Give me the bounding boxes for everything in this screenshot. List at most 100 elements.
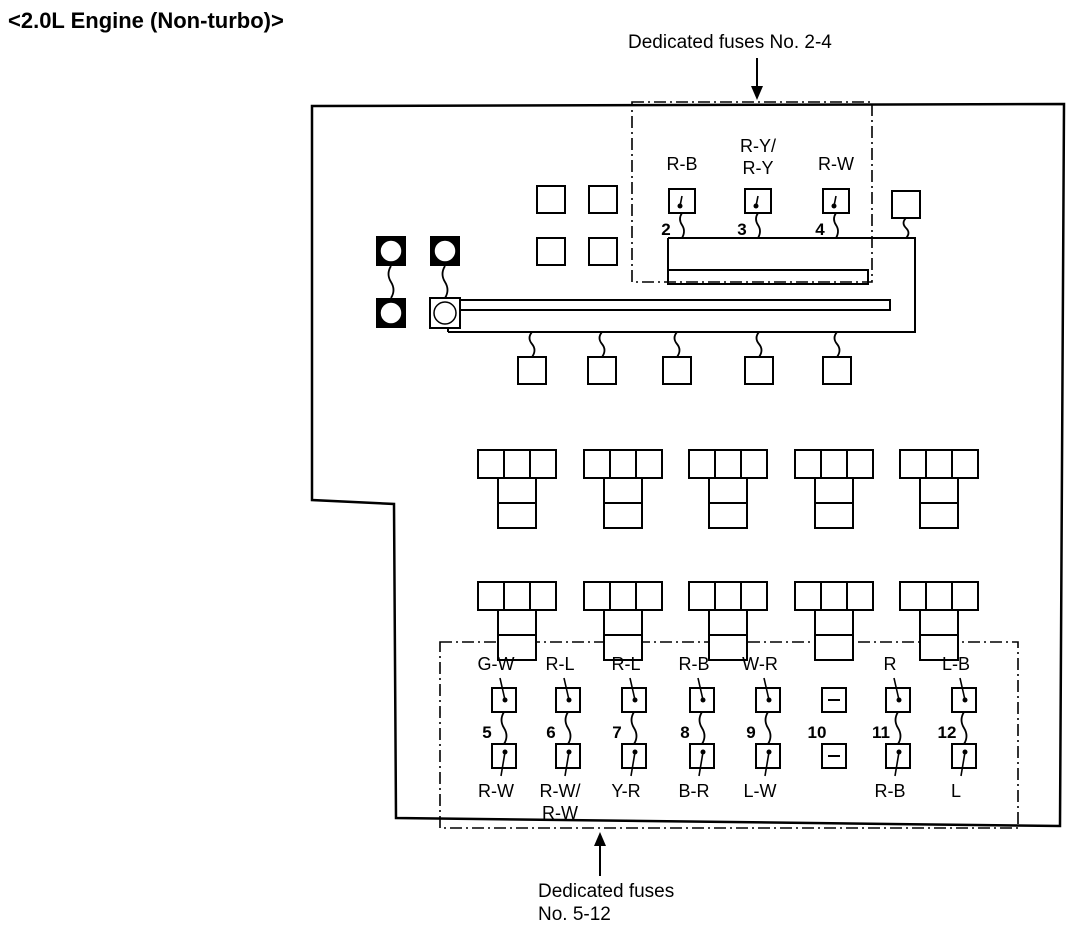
fuse-socket (744, 188, 772, 214)
bottom-callout-label-line1: Dedicated fuses (538, 881, 674, 902)
fuse-10: 10 (808, 687, 847, 769)
wire-color-label: R-L (545, 654, 574, 674)
socket (536, 237, 566, 266)
wire-color-label: R-L (611, 654, 640, 674)
wire-color-label: B-R (679, 781, 710, 801)
relay-block (477, 449, 557, 529)
fuse-probe (564, 751, 570, 777)
relay-block (583, 449, 663, 529)
fuse-probe (894, 751, 900, 777)
socket (536, 185, 566, 214)
socket (744, 356, 774, 385)
wire-link (630, 711, 638, 745)
fuse-11: R 11R-B (872, 654, 911, 801)
wire-link (764, 711, 772, 745)
relay-block (794, 449, 874, 529)
fuse-probe (500, 751, 506, 777)
fuse-number: 2 (661, 220, 670, 239)
wire-link (698, 711, 706, 745)
fuse-probe (763, 677, 770, 701)
relay-block (688, 581, 768, 661)
dedicated-fuses-2-4-region (631, 101, 873, 283)
wire-link (500, 711, 508, 745)
fuse-socket (822, 188, 850, 214)
fuse-number: 11 (872, 723, 890, 742)
wire-color-label: R-W (478, 781, 514, 801)
wire-color-label: L-W (744, 781, 777, 801)
wire-link (960, 711, 968, 745)
fuse-5: G-W 5R-W (478, 654, 517, 801)
top-fuse-group: R-B 2 R-Y/R-Y3 R-W 4 (661, 136, 854, 239)
fuse-probe (630, 751, 636, 777)
wire-link (564, 711, 572, 745)
top-callout-label: Dedicated fuses No. 2-4 (628, 32, 832, 53)
wire-link (833, 212, 839, 239)
bus-bar (447, 237, 916, 333)
fuse-socket (668, 188, 696, 214)
relay-block (477, 581, 557, 661)
fuse-9: W-R 9L-W (742, 654, 781, 801)
fuse-8: R-B8B-R (679, 654, 715, 801)
fuse-number: 4 (815, 220, 825, 239)
fuse-probe (959, 677, 966, 701)
terminal-circle (379, 239, 403, 263)
fuse-box-outline (310, 102, 1066, 828)
fuse-2: R-B 2 (661, 154, 697, 239)
wire-color-label: W-R (742, 654, 778, 674)
socket (587, 356, 617, 385)
wire-link (755, 212, 761, 239)
wire-link (679, 212, 685, 239)
fuse-number: 10 (808, 723, 827, 742)
relay-block (794, 581, 874, 661)
socket (891, 190, 921, 219)
bottom-callout-arrow (594, 832, 606, 876)
wire-color-label: L-B (942, 654, 970, 674)
top-callout-arrow (751, 58, 763, 100)
fuse-probe (893, 677, 900, 701)
bottom-fuse-group: G-W 5R-W R-L 6R-W/R-W R-L7Y-R R-B8B-R W-R 9L-W 1… (478, 654, 977, 823)
fuse-number: 5 (482, 723, 491, 742)
fuse-probe (698, 751, 704, 777)
socket (662, 356, 692, 385)
fuse-6: R-L 6R-W/R-W (540, 654, 581, 823)
fuse-4: R-W 4 (815, 154, 854, 239)
diagram-title: <2.0L Engine (Non-turbo)> (8, 8, 284, 33)
fuse-number: 3 (737, 220, 746, 239)
relay-block (899, 581, 979, 661)
fuse-number: 9 (746, 723, 755, 742)
fuse-probe (697, 677, 704, 701)
wire-color-label: R-B (875, 781, 906, 801)
terminal-circle (433, 239, 457, 263)
terminal-circle (379, 301, 403, 325)
bottom-callout-label-line2: No. 5-12 (538, 904, 611, 925)
wire-color-label: G-W (478, 654, 515, 674)
socket (517, 356, 547, 385)
fuse-number: 6 (546, 723, 555, 742)
wire-color-label: R-B (679, 654, 710, 674)
terminal-circle (433, 301, 457, 325)
wire-color-label: Y-R (611, 781, 640, 801)
relay-block (583, 581, 663, 661)
relay-block-group (477, 449, 979, 661)
fuse-probe (563, 677, 570, 701)
wire-color-label: R-B (667, 154, 698, 174)
wire-links (528, 217, 910, 358)
fuse-number: 12 (938, 723, 957, 742)
fuse-probe (629, 677, 636, 701)
fuse-3: R-Y/R-Y3 (737, 136, 776, 239)
wire-color-label: R-W (542, 803, 578, 823)
dedicated-fuses-5-12-region (439, 641, 1019, 829)
wire-link (894, 711, 902, 745)
wire-color-label: R-Y/ (740, 136, 776, 156)
terminal-group (376, 236, 461, 329)
socket (822, 356, 852, 385)
wire-color-label: R-W/ (540, 781, 581, 801)
wire-color-label: R-W (818, 154, 854, 174)
relay-block (688, 449, 768, 529)
fuse-probe (499, 677, 506, 701)
socket-group (517, 185, 921, 385)
fuse-7: R-L7Y-R (611, 654, 647, 801)
wire-color-label: R (884, 654, 897, 674)
socket (588, 185, 618, 214)
